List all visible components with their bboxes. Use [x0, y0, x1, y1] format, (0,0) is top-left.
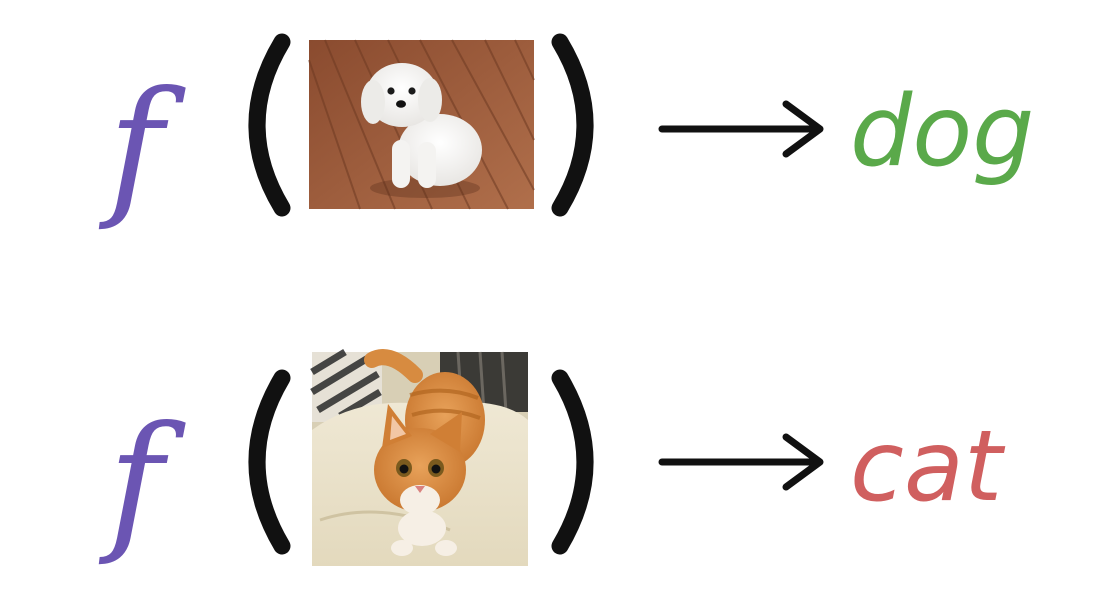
close-paren	[551, 33, 594, 217]
row-cat: f	[98, 349, 1006, 569]
output-label-cat: cat	[850, 410, 1006, 524]
close-paren	[551, 369, 594, 555]
open-paren	[248, 369, 291, 555]
function-symbol: f	[98, 60, 186, 234]
row-dog: f	[98, 33, 1034, 234]
arrow-right-icon	[658, 100, 824, 158]
function-symbol: f	[98, 395, 186, 569]
dog-photo-icon	[308, 39, 535, 210]
cat-photo-icon	[310, 349, 528, 566]
open-paren	[248, 33, 291, 217]
arrow-right-icon	[658, 433, 824, 491]
output-label-dog: dog	[850, 75, 1034, 189]
